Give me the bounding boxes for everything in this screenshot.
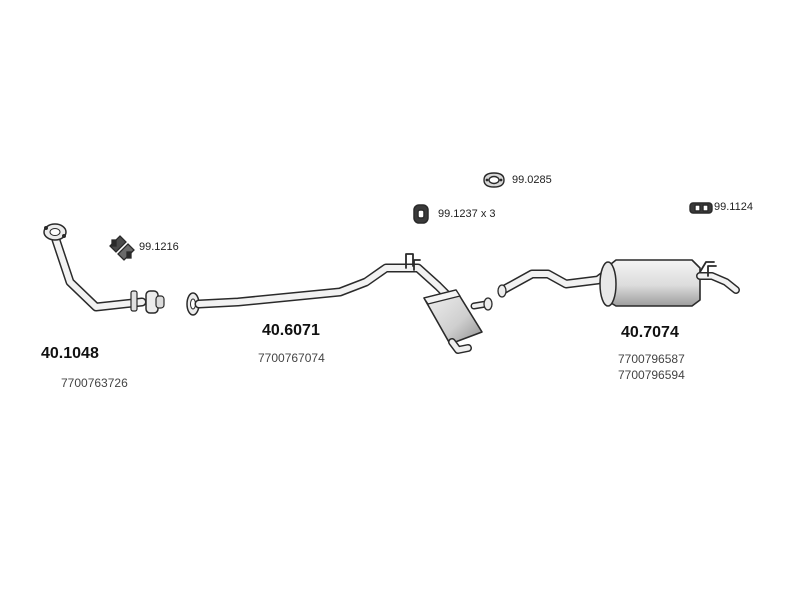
front-pipe-oem-number: 7700763726 xyxy=(61,376,128,390)
rear-hanger-icon xyxy=(689,202,713,214)
rear-silencer-part-number: 40.7074 xyxy=(621,324,679,341)
middle-section-drawing xyxy=(186,253,493,354)
rear-hanger-code: 99.1124 xyxy=(714,201,753,213)
gasket-code: 99.0285 xyxy=(512,174,552,186)
front-pipe-drawing xyxy=(43,223,165,314)
clamp-code: 99.1216 xyxy=(139,241,179,253)
rear-silencer-oem-numbers: 7700796587 7700796594 xyxy=(618,351,685,383)
rear-silencer-oem-number-1: 7700796587 xyxy=(618,352,685,366)
rubber-mount-code: 99.1237 x 3 xyxy=(438,208,496,220)
gasket-icon xyxy=(483,172,505,188)
clamp-icon xyxy=(109,235,135,261)
rear-silencer-drawing xyxy=(497,259,740,307)
front-pipe-part-number: 40.1048 xyxy=(41,345,99,362)
rear-silencer-oem-number-2: 7700796594 xyxy=(618,368,685,382)
middle-section-oem-number: 7700767074 xyxy=(258,351,325,365)
rubber-mount-icon xyxy=(413,204,429,224)
middle-section-part-number: 40.6071 xyxy=(262,322,320,339)
